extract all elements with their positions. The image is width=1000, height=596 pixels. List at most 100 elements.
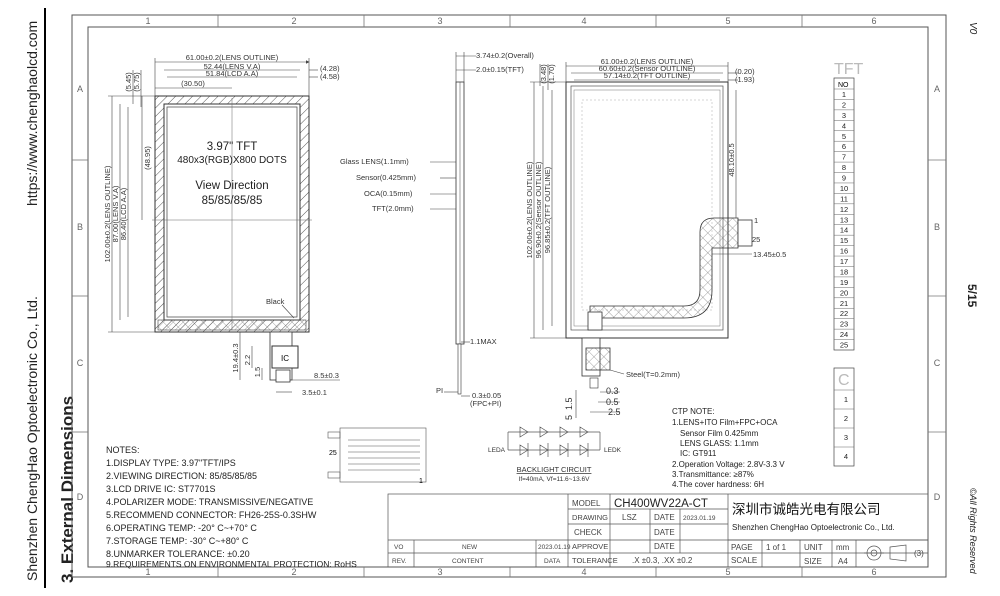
- ctp-pin-3: 3: [844, 433, 848, 442]
- title-block: [387, 493, 929, 568]
- back-fpc-v: 48.10±0.5: [727, 143, 736, 176]
- front-w-va: 52.44(LENS V.A): [204, 62, 261, 71]
- side-tftl: TFT(2.0mm): [372, 204, 414, 213]
- tb-date-label-2: DATE: [654, 528, 675, 537]
- note-2: 2.VIEWING DIRECTION: 85/85/85/85: [106, 471, 257, 481]
- screen-line-3: View Direction: [195, 180, 268, 192]
- back-d5: 5: [564, 415, 574, 420]
- pin-number: 21: [840, 299, 848, 308]
- tb-tolerance-value: .X ±0.3, .XX ±0.2: [632, 556, 693, 565]
- tb-company-cn: 深圳市诚皓光电有限公司: [732, 501, 881, 517]
- front-fpc5: 3.5±0.1: [302, 388, 327, 397]
- note-6: 6.OPERATING TEMP: -20° C~+70° C: [106, 523, 257, 533]
- pin-number: 8: [842, 163, 846, 172]
- tb-projection-label: (3): [914, 549, 924, 558]
- side-tft: 2.0±0.15(TFT): [476, 65, 524, 74]
- row-label-c-r: C: [934, 358, 941, 368]
- ctp-note-6: 3.Transmittance: ≥87%: [672, 470, 754, 479]
- front-fpc3: 1.5: [253, 367, 262, 377]
- front-h-lens: 102.00±0.2(LENS OUTLINE): [103, 165, 112, 262]
- tb-drawing-label: DRAWING: [572, 513, 608, 522]
- pin-number: 1: [842, 90, 846, 99]
- tb-check-label: CHECK: [574, 528, 603, 537]
- led-a-label: LEDA: [488, 447, 506, 454]
- pin-number: 13: [840, 215, 848, 224]
- tb-date-label-1: DATE: [654, 513, 675, 522]
- back-w-lens: 61.00±0.2(LENS OUTLINE): [601, 57, 694, 66]
- back-off1: (0.20): [735, 67, 755, 76]
- col-label-6b: 6: [871, 567, 876, 577]
- tb-approve-date: 2023.01.19: [538, 544, 571, 551]
- back-off4: (1.70): [547, 64, 556, 84]
- pin-number: 17: [840, 257, 848, 266]
- pin-number: 14: [840, 226, 848, 235]
- back-w-tft: 57.14±0.2(TFT OUTLINE): [604, 71, 691, 80]
- pin-number: 23: [840, 320, 848, 329]
- pin-number: 10: [840, 184, 848, 193]
- tb-approve-label: APPROVE: [572, 542, 608, 551]
- row-label-b: B: [77, 222, 83, 232]
- side-divider: [44, 8, 46, 588]
- ctp-note-1: 1.LENS+ITO Film+FPC+OCA: [672, 418, 778, 427]
- back-pin1: 1: [754, 216, 758, 225]
- ctp-pin-1: 1: [844, 395, 848, 404]
- tb-model-value: CH400WV22A-CT: [614, 498, 708, 510]
- back-fpc-h: 13.45±0.5: [753, 250, 786, 259]
- back-d2: 0.5: [606, 397, 619, 407]
- col-label-5b: 5: [725, 567, 730, 577]
- back-h-tft: 96.85±0.2(TFT OUTLINE): [543, 166, 552, 253]
- side-oca: OCA(0.15mm): [364, 189, 413, 198]
- front-w-aa: 51.84(LCD A.A): [206, 69, 259, 78]
- front-view: 61.00±0.2(LENS OUTLINE) 52.44(LENS V.A) …: [103, 53, 340, 397]
- pin-number: 9: [842, 174, 846, 183]
- connector-n25: 25: [329, 450, 337, 457]
- pin-number: 22: [840, 309, 848, 318]
- tb-vo: VO: [394, 544, 403, 551]
- tb-content: CONTENT: [452, 558, 483, 565]
- connector-n1: 1: [419, 478, 423, 485]
- tb-date-label-3: DATE: [654, 542, 675, 551]
- ctp-note-5: 2.Operation Voltage: 2.8V-3.3 V: [672, 460, 785, 469]
- front-h-va: 87.00(LENS V.A): [111, 185, 120, 242]
- pin-number: 18: [840, 267, 848, 276]
- tb-data: DATA: [544, 558, 561, 565]
- front-h-aa: 86.40(LCD A.A): [119, 187, 128, 240]
- pin-table-head: NO: [838, 82, 849, 89]
- row-label-b-r: B: [934, 222, 940, 232]
- ctp-note-2: Sensor Film 0.425mm: [680, 429, 759, 438]
- pin-number: 12: [840, 205, 848, 214]
- tb-model-label: MODEL: [572, 499, 601, 508]
- note-5: 5.RECOMMEND CONNECTOR: FH26-25S-0.3SHW: [106, 510, 317, 520]
- col-label-2: 2: [291, 16, 296, 26]
- col-label-4: 4: [581, 16, 586, 26]
- back-d4: 1.5: [564, 397, 574, 410]
- back-steel: Steel(T=0.2mm): [626, 370, 680, 379]
- led-k-label: LEDK: [604, 447, 622, 454]
- pin-number: 3: [842, 111, 846, 120]
- col-label-4b: 4: [581, 567, 586, 577]
- back-h-sensor: 96.90±0.2(Sensor OUTLINE): [534, 161, 543, 258]
- pin-number: 11: [840, 194, 848, 203]
- pin-table: [833, 77, 855, 467]
- tb-tolerance-label: TOLERANCE: [572, 556, 618, 565]
- side-fpcpi: 0.3±0.05: [472, 391, 501, 400]
- tb-date-value-1: 2023.01.19: [683, 515, 716, 522]
- front-fpc2: 2.2: [243, 355, 252, 365]
- note-3: 3.LCD DRIVE IC: ST7701S: [106, 484, 216, 494]
- side-sensor: Sensor(0.425mm): [356, 173, 417, 182]
- row-label-a: A: [77, 84, 83, 94]
- back-h-lens: 102.00±0.2(LENS OUTLINE): [525, 161, 534, 258]
- pin-number: 16: [840, 247, 848, 256]
- front-top2: (5.75): [132, 72, 141, 92]
- pin-number: 2: [842, 100, 846, 109]
- front-w-lens: 61.00±0.2(LENS OUTLINE): [186, 53, 279, 62]
- connector-sketch: [327, 427, 427, 483]
- pin-number: 25: [840, 341, 848, 350]
- screen-line-1: 3.97" TFT: [207, 141, 258, 153]
- ctp-pin-4: 4: [844, 452, 848, 461]
- tb-size-label: SIZE: [804, 557, 822, 566]
- note-7: 7.STORAGE TEMP: -30° C~+80° C: [106, 536, 249, 546]
- note-4: 4.POLARIZER MODE: TRANSMISSIVE/NEGATIVE: [106, 497, 313, 507]
- pin-number: 19: [840, 278, 848, 287]
